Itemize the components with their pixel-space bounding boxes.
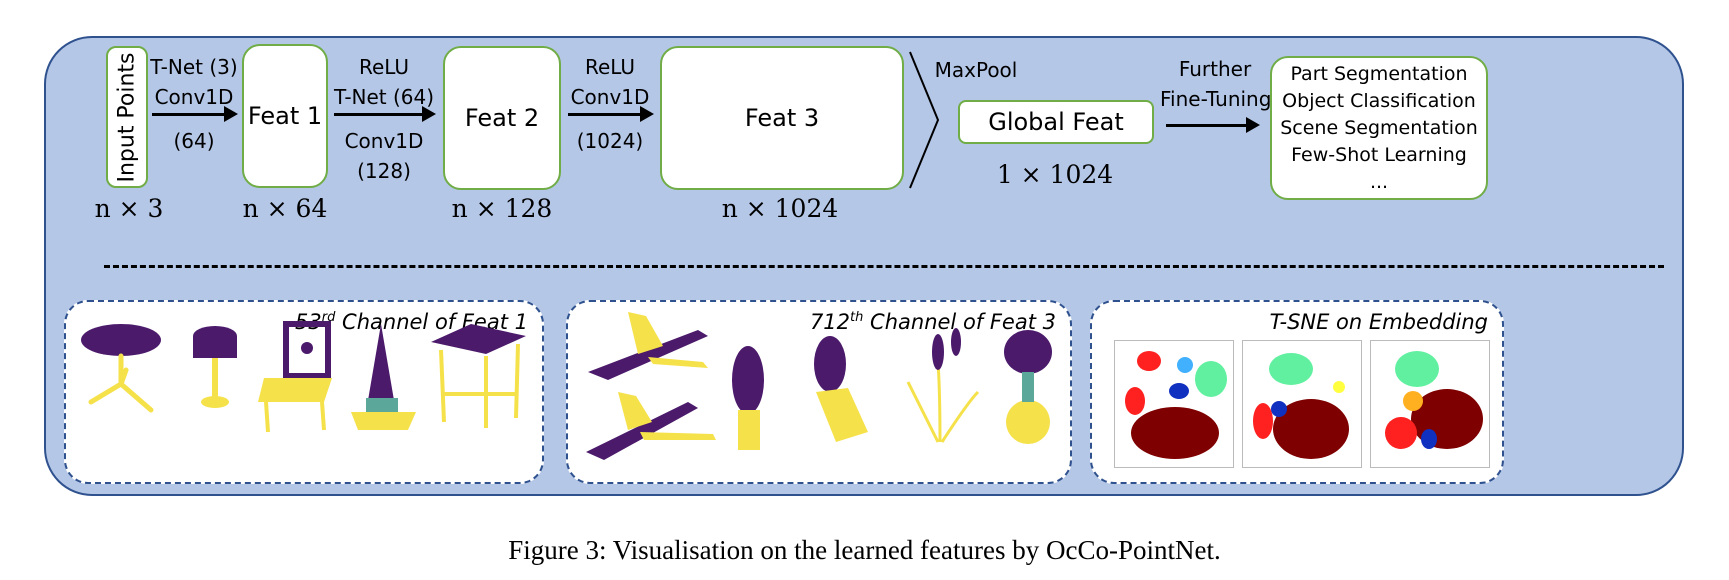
feat2-dim: n × 128 bbox=[451, 194, 553, 223]
step1-top-label: T-Net (3) Conv1D bbox=[150, 55, 238, 109]
tsne-plot-3 bbox=[1370, 340, 1490, 468]
tsne-plot-2 bbox=[1242, 340, 1362, 468]
global-feat-box: Global Feat bbox=[958, 100, 1154, 144]
finetune-label: Further Fine-Tuning bbox=[1160, 57, 1272, 111]
tsne-plot-1 bbox=[1114, 340, 1234, 468]
step2-top-label: ReLU T-Net (64) bbox=[333, 55, 435, 109]
step2-arrow bbox=[334, 106, 436, 122]
task-item: Part Segmentation bbox=[1290, 62, 1468, 85]
task-item: Object Classification bbox=[1282, 89, 1476, 112]
vis-panel-feat3: 712th Channel of Feat 3 bbox=[566, 300, 1072, 484]
vis-panel-tsne-title: T-SNE on Embedding bbox=[1269, 310, 1488, 334]
tasks-box: Part Segmentation Object Classification … bbox=[1270, 56, 1488, 200]
vis-panel-feat1: 53rd Channel of Feat 1 bbox=[64, 300, 544, 484]
task-item: ... bbox=[1369, 170, 1389, 193]
feat3-point-clouds bbox=[586, 312, 1052, 460]
input-dim: n × 3 bbox=[94, 194, 164, 223]
task-item: Few-Shot Learning bbox=[1291, 143, 1467, 166]
feat2-box: Feat 2 bbox=[443, 46, 561, 190]
section-divider bbox=[104, 265, 1664, 268]
feat1-point-clouds bbox=[81, 321, 526, 433]
task-item: Scene Segmentation bbox=[1280, 116, 1478, 139]
step3-arrow bbox=[568, 106, 654, 122]
feat3-box: Feat 3 bbox=[660, 46, 904, 190]
feat1-dim: n × 64 bbox=[242, 194, 328, 223]
step3-bottom-label: (1024) bbox=[576, 129, 644, 153]
maxpool-symbol bbox=[909, 51, 940, 189]
figure-caption: Figure 3: Visualisation on the learned f… bbox=[508, 535, 1221, 565]
vis-panel-tsne: T-SNE on Embedding bbox=[1090, 300, 1504, 484]
vis-panel-feat3-title: 712th Channel of Feat 3 bbox=[809, 310, 1056, 334]
feat3-dim: n × 1024 bbox=[721, 194, 839, 223]
feat1-box: Feat 1 bbox=[242, 44, 328, 188]
step3-top-label: ReLU Conv1D bbox=[570, 55, 650, 109]
maxpool-label: MaxPool bbox=[934, 58, 1018, 82]
step2-bottom-label: Conv1D (128) bbox=[344, 129, 424, 183]
finetune-arrow bbox=[1166, 117, 1260, 133]
step1-bottom-label: (64) bbox=[173, 129, 215, 153]
step1-arrow bbox=[152, 106, 238, 122]
input-points-box: Input Points bbox=[106, 46, 148, 188]
input-points-label: Input Points bbox=[114, 51, 140, 183]
global-dim: 1 × 1024 bbox=[996, 160, 1114, 189]
